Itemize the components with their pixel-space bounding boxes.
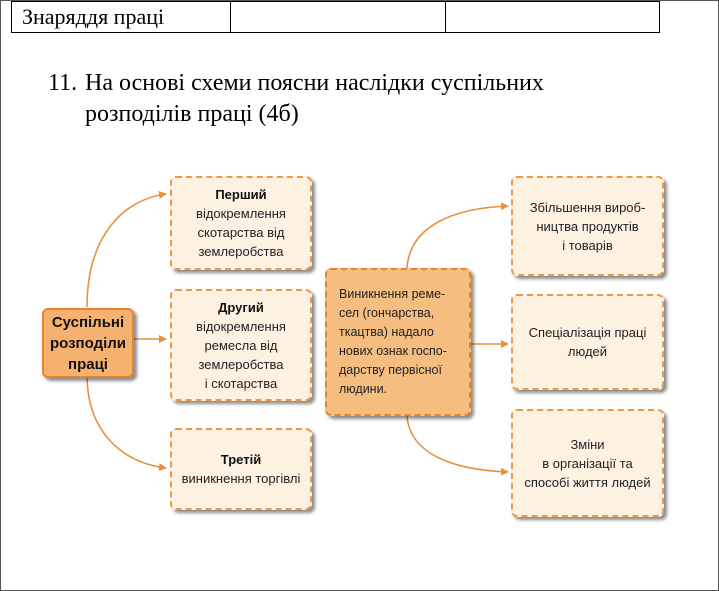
division-line: відокремлення (196, 318, 286, 334)
division-title: Перший (215, 187, 267, 202)
arrow-to-first (86, 190, 167, 308)
root-line-2: розподіли (49, 334, 127, 352)
result-line: людей (567, 344, 608, 359)
arrow-to-third (86, 374, 167, 472)
center-line: людини. (339, 382, 388, 396)
root-box: Суспільні розподіли праці (42, 308, 134, 378)
result-line: Спеціалізація праці (528, 325, 647, 340)
table-row: Знаряддя праці (11, 1, 660, 33)
division-line: скотарства від (197, 225, 285, 240)
division-line: виникнення торгівлі (181, 471, 301, 486)
result-line: Збільшення вироб- (529, 199, 646, 215)
arrow-to-result-1 (406, 202, 509, 269)
center-line: дарству первісної (339, 363, 442, 377)
question-line-1: На основі схеми поясни наслідки суспільн… (85, 70, 544, 96)
division-line: відокремлення (196, 206, 286, 221)
question-line-2: розподілів праці (4б) (85, 101, 299, 127)
division-third: Третій виникнення торгівлі (170, 428, 312, 510)
center-line: нових ознак госпо- (339, 344, 447, 358)
result-line: в організації та (542, 455, 633, 471)
arrow-to-result-3 (406, 415, 509, 476)
division-second: Другий відокремлення ремесла від землеро… (170, 289, 312, 401)
question-text: 11. На основі схеми поясни наслідки суспі… (48, 68, 544, 130)
center-line: ткацтва) надало (339, 325, 434, 339)
result-line: способі життя людей (524, 474, 651, 490)
result-1: Збільшення вироб- ництва продуктів і тов… (511, 176, 664, 276)
root-line-3: праці (68, 355, 108, 373)
root-line-1: Суспільні (51, 313, 125, 331)
result-line: Зміни (570, 436, 605, 452)
table-cell-label: Знаряддя праці (11, 1, 231, 33)
table-cell[interactable] (445, 1, 660, 33)
division-line: ремесла від (204, 337, 278, 353)
tools-table: Знаряддя праці (11, 1, 660, 33)
table-cell[interactable] (230, 1, 446, 33)
center-box: Виникнення реме- сел (гончарства, ткацтв… (325, 268, 471, 416)
center-line: сел (гончарства, (339, 306, 435, 320)
result-3: Зміни в організації та способі життя люд… (511, 409, 664, 517)
result-2: Спеціалізація праці людей (511, 294, 664, 390)
division-title: Другий (218, 299, 264, 315)
center-line: Виникнення реме- (339, 287, 446, 301)
division-line: землеробства (198, 244, 284, 259)
result-line: ництва продуктів (536, 218, 639, 234)
division-first: Перший відокремлення скотарства від земл… (170, 176, 312, 270)
division-line: і скотарства (204, 375, 278, 391)
question-number: 11. (48, 70, 78, 96)
division-title: Третій (220, 452, 262, 467)
division-line: землеробства (198, 356, 284, 372)
result-line: і товарів (562, 237, 613, 253)
